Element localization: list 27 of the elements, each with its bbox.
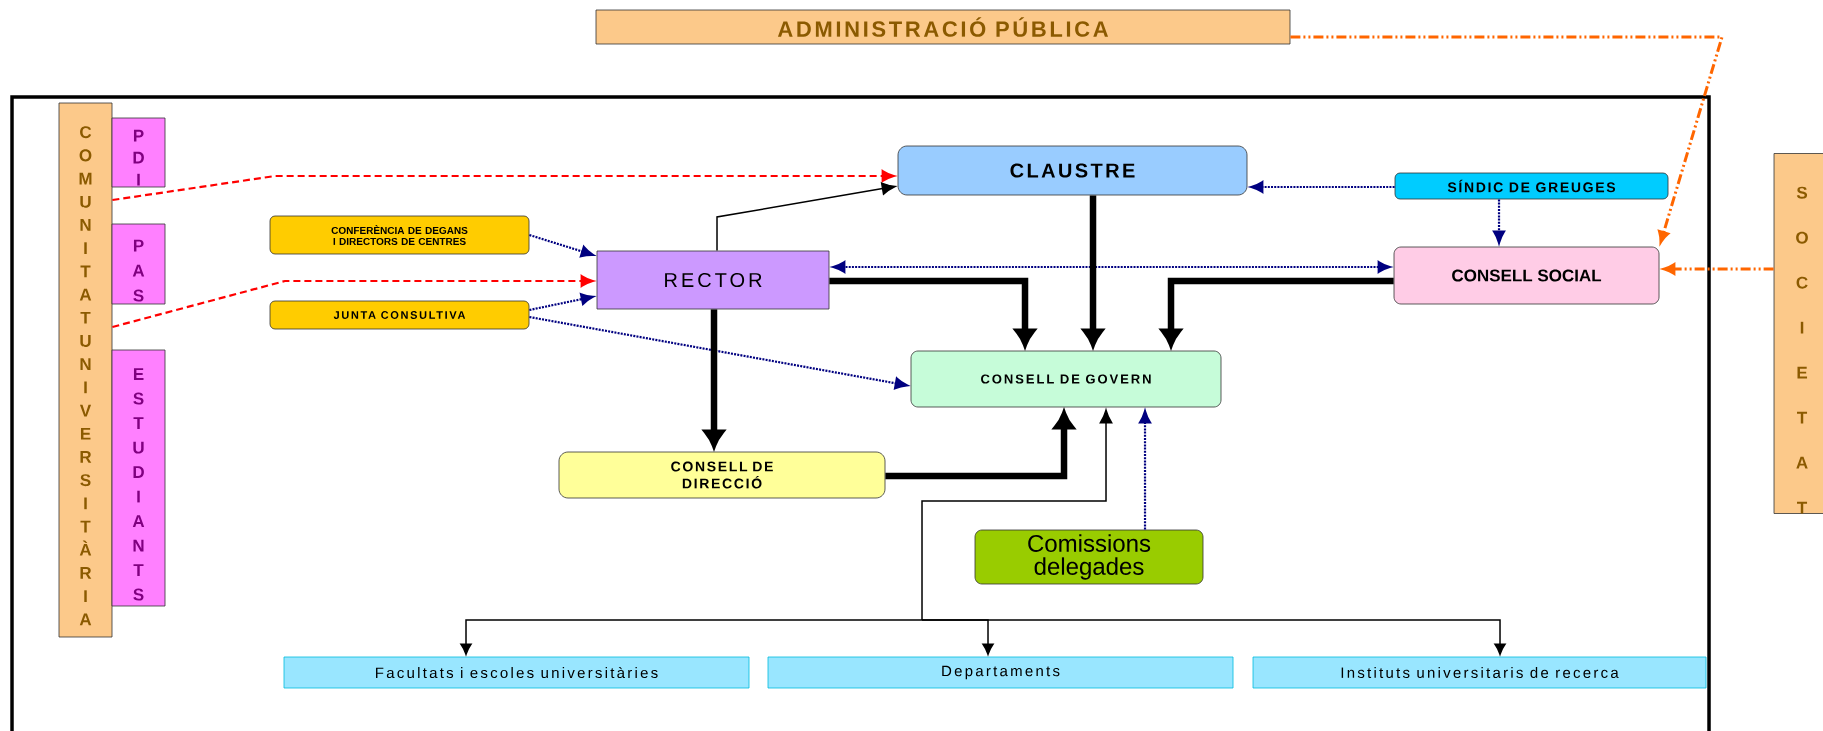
body-box: JUNTA CONSULTIVA: [269, 300, 530, 330]
group-band: PDI: [111, 117, 166, 188]
arrow: [112, 274, 594, 329]
arrow: [716, 182, 896, 252]
body-box: CLAUSTRE: [897, 145, 1248, 196]
arrow: [529, 233, 594, 258]
heading-box: ADMINISTRACIÓ PÚBLICA: [595, 9, 1291, 45]
arrow: [112, 170, 895, 202]
arrow: [460, 619, 923, 655]
body-box: Comissions delegades: [974, 529, 1204, 585]
arrow: [529, 315, 908, 390]
group-band: SOCIETAT: [1773, 153, 1823, 514]
body-box: CONSELL DE DIRECCIÓ: [558, 451, 886, 499]
arrow: [921, 619, 1506, 655]
body-box: RECTOR: [596, 250, 830, 310]
group-band: PAS: [111, 223, 166, 305]
body-box: CONSELL SOCIAL: [1393, 246, 1660, 305]
arrow: [529, 293, 594, 312]
body-box: CONFERÈNCIA DE DEGANS I DIRECTORS DE CENTRES: [269, 215, 530, 255]
unit-box: Facultats i escoles universitàries: [283, 656, 750, 689]
group-band: COMUNITAT UNIVERSITÀRIA: [58, 102, 113, 638]
group-band: ESTUDIANTS: [111, 349, 166, 607]
body-box: CONSELL DE GOVERN: [910, 350, 1222, 408]
unit-box: Instituts universitaris de recerca: [1252, 656, 1707, 689]
arrow: [832, 260, 1391, 274]
arrow: [1139, 410, 1152, 530]
unit-box: Departaments: [767, 656, 1234, 689]
